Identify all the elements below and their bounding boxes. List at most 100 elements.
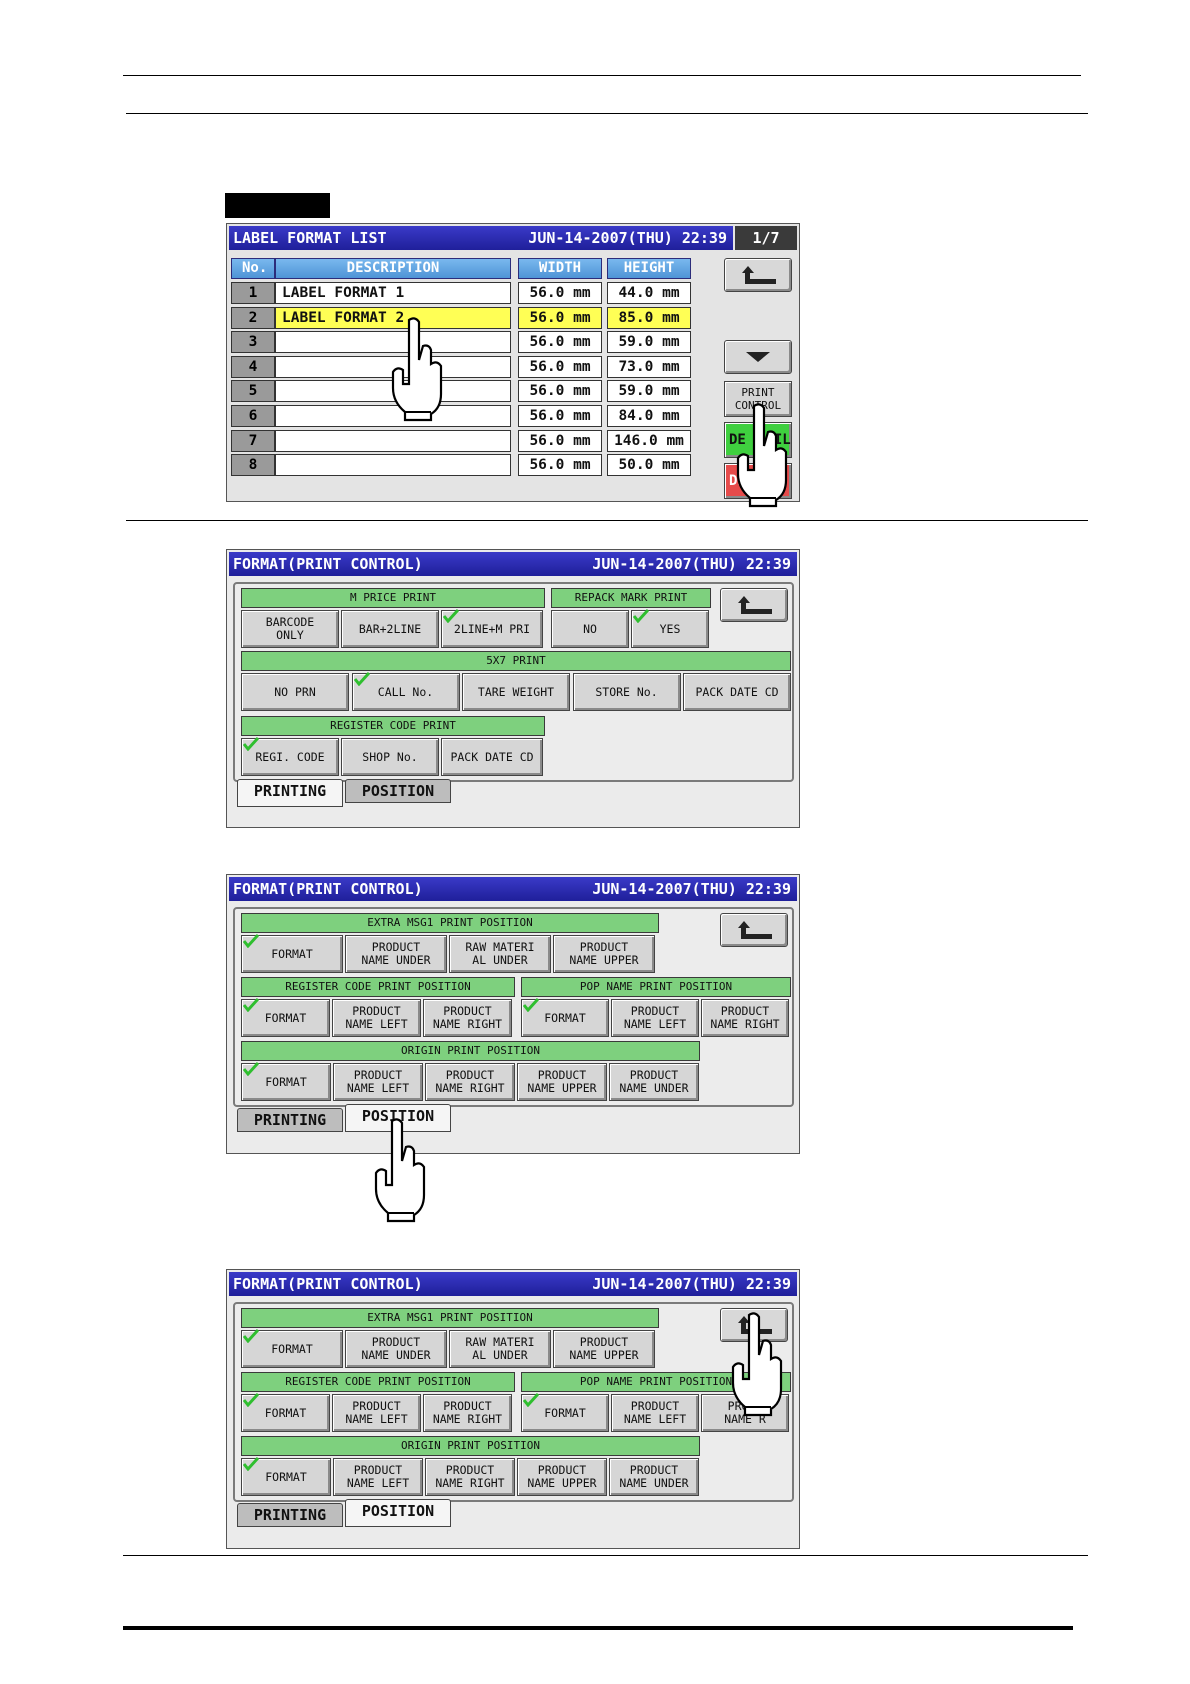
- m-price-barcode-only[interactable]: BARCODE ONLY: [241, 610, 339, 648]
- extra-msg-product-name-upper[interactable]: PRODUCT NAME UPPER: [553, 935, 655, 973]
- position-back-button[interactable]: [720, 913, 788, 947]
- pop-name-pos-product-name-right-label: PRODUCT NAME RIGHT: [710, 1004, 780, 1031]
- pop-name-pos-product-name-right[interactable]: PRODUCT NAME RIGHT: [701, 999, 789, 1037]
- row-description[interactable]: LABEL FORMAT 1: [275, 282, 511, 304]
- position-title-bar: FORMAT(PRINT CONTROL) JUN-14-2007(THU) 2…: [229, 1272, 797, 1296]
- row-height[interactable]: 85.0 mm: [607, 306, 691, 329]
- origin-pos-product-name-right[interactable]: PRODUCT NAME RIGHT: [425, 1063, 515, 1101]
- m-price-2line-m-pri[interactable]: 2LINE+M PRI: [441, 609, 543, 648]
- row-description[interactable]: LABEL FORMAT 2: [275, 306, 511, 329]
- row-description[interactable]: [275, 331, 511, 354]
- m-price-bar-2line[interactable]: BAR+2LINE: [341, 610, 439, 648]
- pop-name-pos-format[interactable]: FORMAT: [521, 998, 609, 1037]
- row-number[interactable]: 3: [231, 331, 275, 354]
- extra-msg-raw-materi-al-under[interactable]: RAW MATERI AL UNDER: [449, 935, 551, 973]
- row-width[interactable]: 56.0 mm: [518, 429, 602, 452]
- row-number[interactable]: 7: [231, 429, 275, 452]
- list-title: LABEL FORMAT LIST: [233, 229, 387, 247]
- register-code-pos-product-name-right[interactable]: PRODUCT NAME RIGHT: [423, 999, 512, 1037]
- row-description[interactable]: [275, 405, 511, 427]
- row-height[interactable]: 59.0 mm: [607, 331, 691, 354]
- register-code-regi-code[interactable]: REGI. CODE: [241, 737, 339, 776]
- section-rule-2: [123, 1555, 1088, 1556]
- row-height[interactable]: 59.0 mm: [607, 380, 691, 403]
- origin-pos-product-name-under[interactable]: PRODUCT NAME UNDER: [609, 1063, 699, 1101]
- five-by-seven-pack-date-cd[interactable]: PACK DATE CD: [683, 673, 791, 711]
- list-back-button[interactable]: [724, 258, 792, 292]
- row-width[interactable]: 56.0 mm: [518, 331, 602, 354]
- five-by-seven-call-no-label: CALL No.: [377, 684, 434, 699]
- row-width[interactable]: 56.0 mm: [518, 454, 602, 477]
- tab-position[interactable]: POSITION: [345, 779, 451, 803]
- tab-printing[interactable]: PRINTING: [237, 1108, 343, 1132]
- origin-pos-product-name-left[interactable]: PRODUCT NAME LEFT: [333, 1458, 423, 1496]
- tab-position[interactable]: POSITION: [345, 1499, 451, 1527]
- five-by-seven-store-no[interactable]: STORE No.: [572, 673, 681, 711]
- m-price-bar-2line-label: BAR+2LINE: [358, 621, 422, 636]
- register-code-pos-format[interactable]: FORMAT: [241, 998, 330, 1037]
- row-height[interactable]: 44.0 mm: [607, 282, 691, 304]
- origin-pos-product-name-right[interactable]: PRODUCT NAME RIGHT: [425, 1458, 515, 1496]
- row-width[interactable]: 56.0 mm: [518, 306, 602, 329]
- register-code-shop-no-label: SHOP No.: [362, 749, 418, 764]
- pop-name-pos-product-name-left[interactable]: PRODUCT NAME LEFT: [611, 1394, 699, 1432]
- origin-pos-product-name-left[interactable]: PRODUCT NAME LEFT: [333, 1063, 423, 1101]
- row-description[interactable]: [275, 429, 511, 452]
- five-by-seven-no-prn[interactable]: NO PRN: [241, 673, 349, 711]
- origin-pos-product-name-under[interactable]: PRODUCT NAME UNDER: [609, 1458, 699, 1496]
- row-height[interactable]: 84.0 mm: [607, 405, 691, 427]
- row-number[interactable]: 4: [231, 355, 275, 378]
- printing-panel: M PRICE PRINT REPACK MARK PRINT BARCODE …: [233, 582, 794, 782]
- tab-printing[interactable]: PRINTING: [237, 1503, 343, 1527]
- register-code-pos-format[interactable]: FORMAT: [241, 1393, 330, 1432]
- extra-msg-product-name-under[interactable]: PRODUCT NAME UNDER: [345, 935, 447, 973]
- five-by-seven-tare-weight[interactable]: TARE WEIGHT: [462, 673, 570, 711]
- register-code-shop-no[interactable]: SHOP No.: [341, 738, 439, 776]
- row-height[interactable]: 146.0 mm: [607, 429, 691, 452]
- printing-title: FORMAT(PRINT CONTROL): [233, 555, 423, 573]
- extra-msg-product-name-under[interactable]: PRODUCT NAME UNDER: [345, 1330, 447, 1368]
- origin-pos-format[interactable]: FORMAT: [241, 1062, 331, 1101]
- register-code-pos-product-name-right-label: PRODUCT NAME RIGHT: [432, 1004, 503, 1031]
- position-datetime: JUN-14-2007(THU) 22:39: [592, 880, 791, 898]
- scroll-down-button[interactable]: [724, 340, 792, 374]
- origin-pos-product-name-right-label: PRODUCT NAME RIGHT: [435, 1463, 505, 1490]
- row-number[interactable]: 2: [231, 306, 275, 329]
- pop-name-pos-product-name-left[interactable]: PRODUCT NAME LEFT: [611, 999, 699, 1037]
- register-code-pos-product-name-left[interactable]: PRODUCT NAME LEFT: [332, 1394, 421, 1432]
- tab-printing[interactable]: PRINTING: [237, 779, 343, 807]
- repack-yes[interactable]: YES: [631, 609, 709, 648]
- checkmark-icon: [523, 998, 539, 1012]
- row-number[interactable]: 6: [231, 405, 275, 427]
- repack-no[interactable]: NO: [551, 610, 629, 648]
- origin-position-header: ORIGIN PRINT POSITION: [241, 1436, 700, 1456]
- extra-msg-format[interactable]: FORMAT: [241, 934, 343, 973]
- row-width[interactable]: 56.0 mm: [518, 355, 602, 378]
- register-code-pos-product-name-left[interactable]: PRODUCT NAME LEFT: [332, 999, 421, 1037]
- origin-pos-product-name-upper[interactable]: PRODUCT NAME UPPER: [517, 1458, 607, 1496]
- extra-msg-product-name-upper[interactable]: PRODUCT NAME UPPER: [553, 1330, 655, 1368]
- extra-msg-raw-materi-al-under[interactable]: RAW MATERI AL UNDER: [449, 1330, 551, 1368]
- origin-pos-format[interactable]: FORMAT: [241, 1457, 331, 1496]
- pop-name-position-header: POP NAME PRINT POSITION: [521, 977, 791, 997]
- extra-msg-format[interactable]: FORMAT: [241, 1329, 343, 1368]
- printing-title-bar: FORMAT(PRINT CONTROL) JUN-14-2007(THU) 2…: [229, 552, 797, 576]
- printing-back-button[interactable]: [720, 588, 788, 622]
- print-control-position-screen-back: FORMAT(PRINT CONTROL) JUN-14-2007(THU) 2…: [226, 1269, 800, 1549]
- list-title-bar: LABEL FORMAT LIST JUN-14-2007(THU) 22:39: [229, 226, 733, 250]
- row-number[interactable]: 5: [231, 380, 275, 403]
- five-by-seven-call-no[interactable]: CALL No.: [351, 672, 460, 711]
- row-number[interactable]: 8: [231, 454, 275, 477]
- pop-name-pos-format[interactable]: FORMAT: [521, 1393, 609, 1432]
- register-code-pack-date-cd[interactable]: PACK DATE CD: [441, 738, 543, 776]
- row-width[interactable]: 56.0 mm: [518, 405, 602, 427]
- origin-pos-product-name-upper[interactable]: PRODUCT NAME UPPER: [517, 1063, 607, 1101]
- row-width[interactable]: 56.0 mm: [518, 380, 602, 403]
- register-code-pos-product-name-right[interactable]: PRODUCT NAME RIGHT: [423, 1394, 512, 1432]
- row-height[interactable]: 73.0 mm: [607, 355, 691, 378]
- row-height[interactable]: 50.0 mm: [607, 454, 691, 477]
- row-width[interactable]: 56.0 mm: [518, 282, 602, 304]
- row-number[interactable]: 1: [231, 282, 275, 304]
- origin-pos-format-label: FORMAT: [265, 1469, 307, 1484]
- row-description[interactable]: [275, 454, 511, 477]
